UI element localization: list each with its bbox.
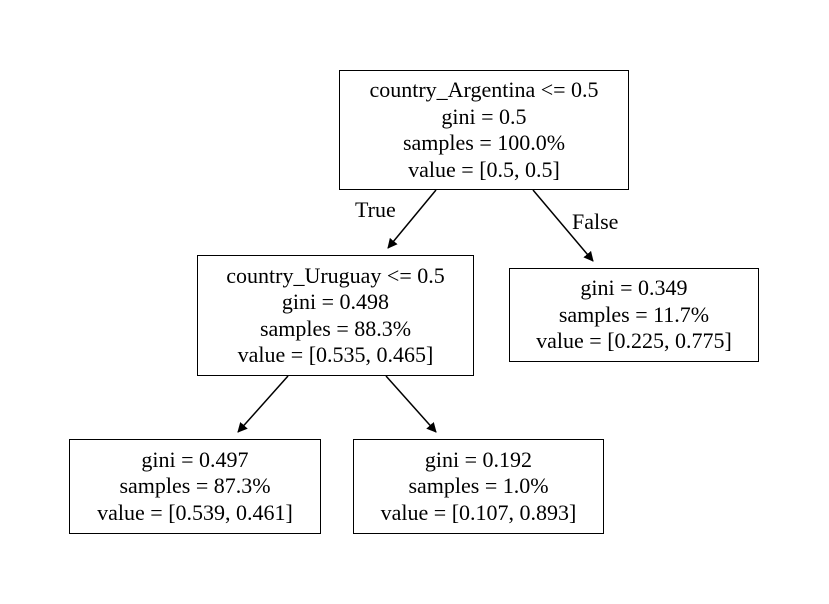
root-node: country_Argentina <= 0.5 gini = 0.5 samp… [339, 70, 629, 190]
left-split-node: country_Uruguay <= 0.5 gini = 0.498 samp… [197, 255, 474, 376]
left-gini: gini = 0.498 [281, 289, 390, 314]
left-right-leaf-gini: gini = 0.192 [424, 446, 533, 472]
edge-label-true: True [355, 197, 396, 222]
left-left-leaf-gini: gini = 0.497 [141, 446, 249, 472]
left-condition: country_Uruguay <= 0.5 [226, 262, 445, 288]
root-condition: country_Argentina <= 0.5 [369, 77, 599, 102]
left-right-leaf-samples: samples = 1.0% [408, 473, 549, 499]
left-left-leaf-value: value = [0.539, 0.461] [97, 499, 293, 525]
left-right-leaf-node: gini = 0.192 samples = 1.0% value = [0.1… [353, 439, 604, 534]
edge-root-to-left [387, 189, 437, 249]
edge-root-to-right [532, 189, 594, 262]
right-leaf-node: gini = 0.349 samples = 11.7% value = [0.… [509, 268, 759, 362]
right-leaf-value: value = [0.225, 0.775] [536, 328, 732, 354]
edge-left-to-left-leaf [237, 375, 289, 433]
left-value: value = [0.535, 0.465] [237, 342, 434, 367]
left-right-leaf-value: value = [0.107, 0.893] [380, 499, 577, 525]
left-samples: samples = 88.3% [259, 315, 412, 341]
left-left-leaf-node: gini = 0.497 samples = 87.3% value = [0.… [69, 439, 321, 534]
root-value: value = [0.5, 0.5] [408, 156, 560, 182]
edge-label-false: False [572, 209, 619, 234]
right-leaf-gini: gini = 0.349 [580, 275, 688, 301]
left-left-leaf-samples: samples = 87.3% [119, 473, 271, 499]
right-leaf-samples: samples = 11.7% [558, 301, 710, 327]
root-gini: gini = 0.5 [441, 103, 527, 129]
edge-left-to-right-leaf [385, 375, 437, 433]
root-samples: samples = 100.0% [402, 130, 566, 155]
